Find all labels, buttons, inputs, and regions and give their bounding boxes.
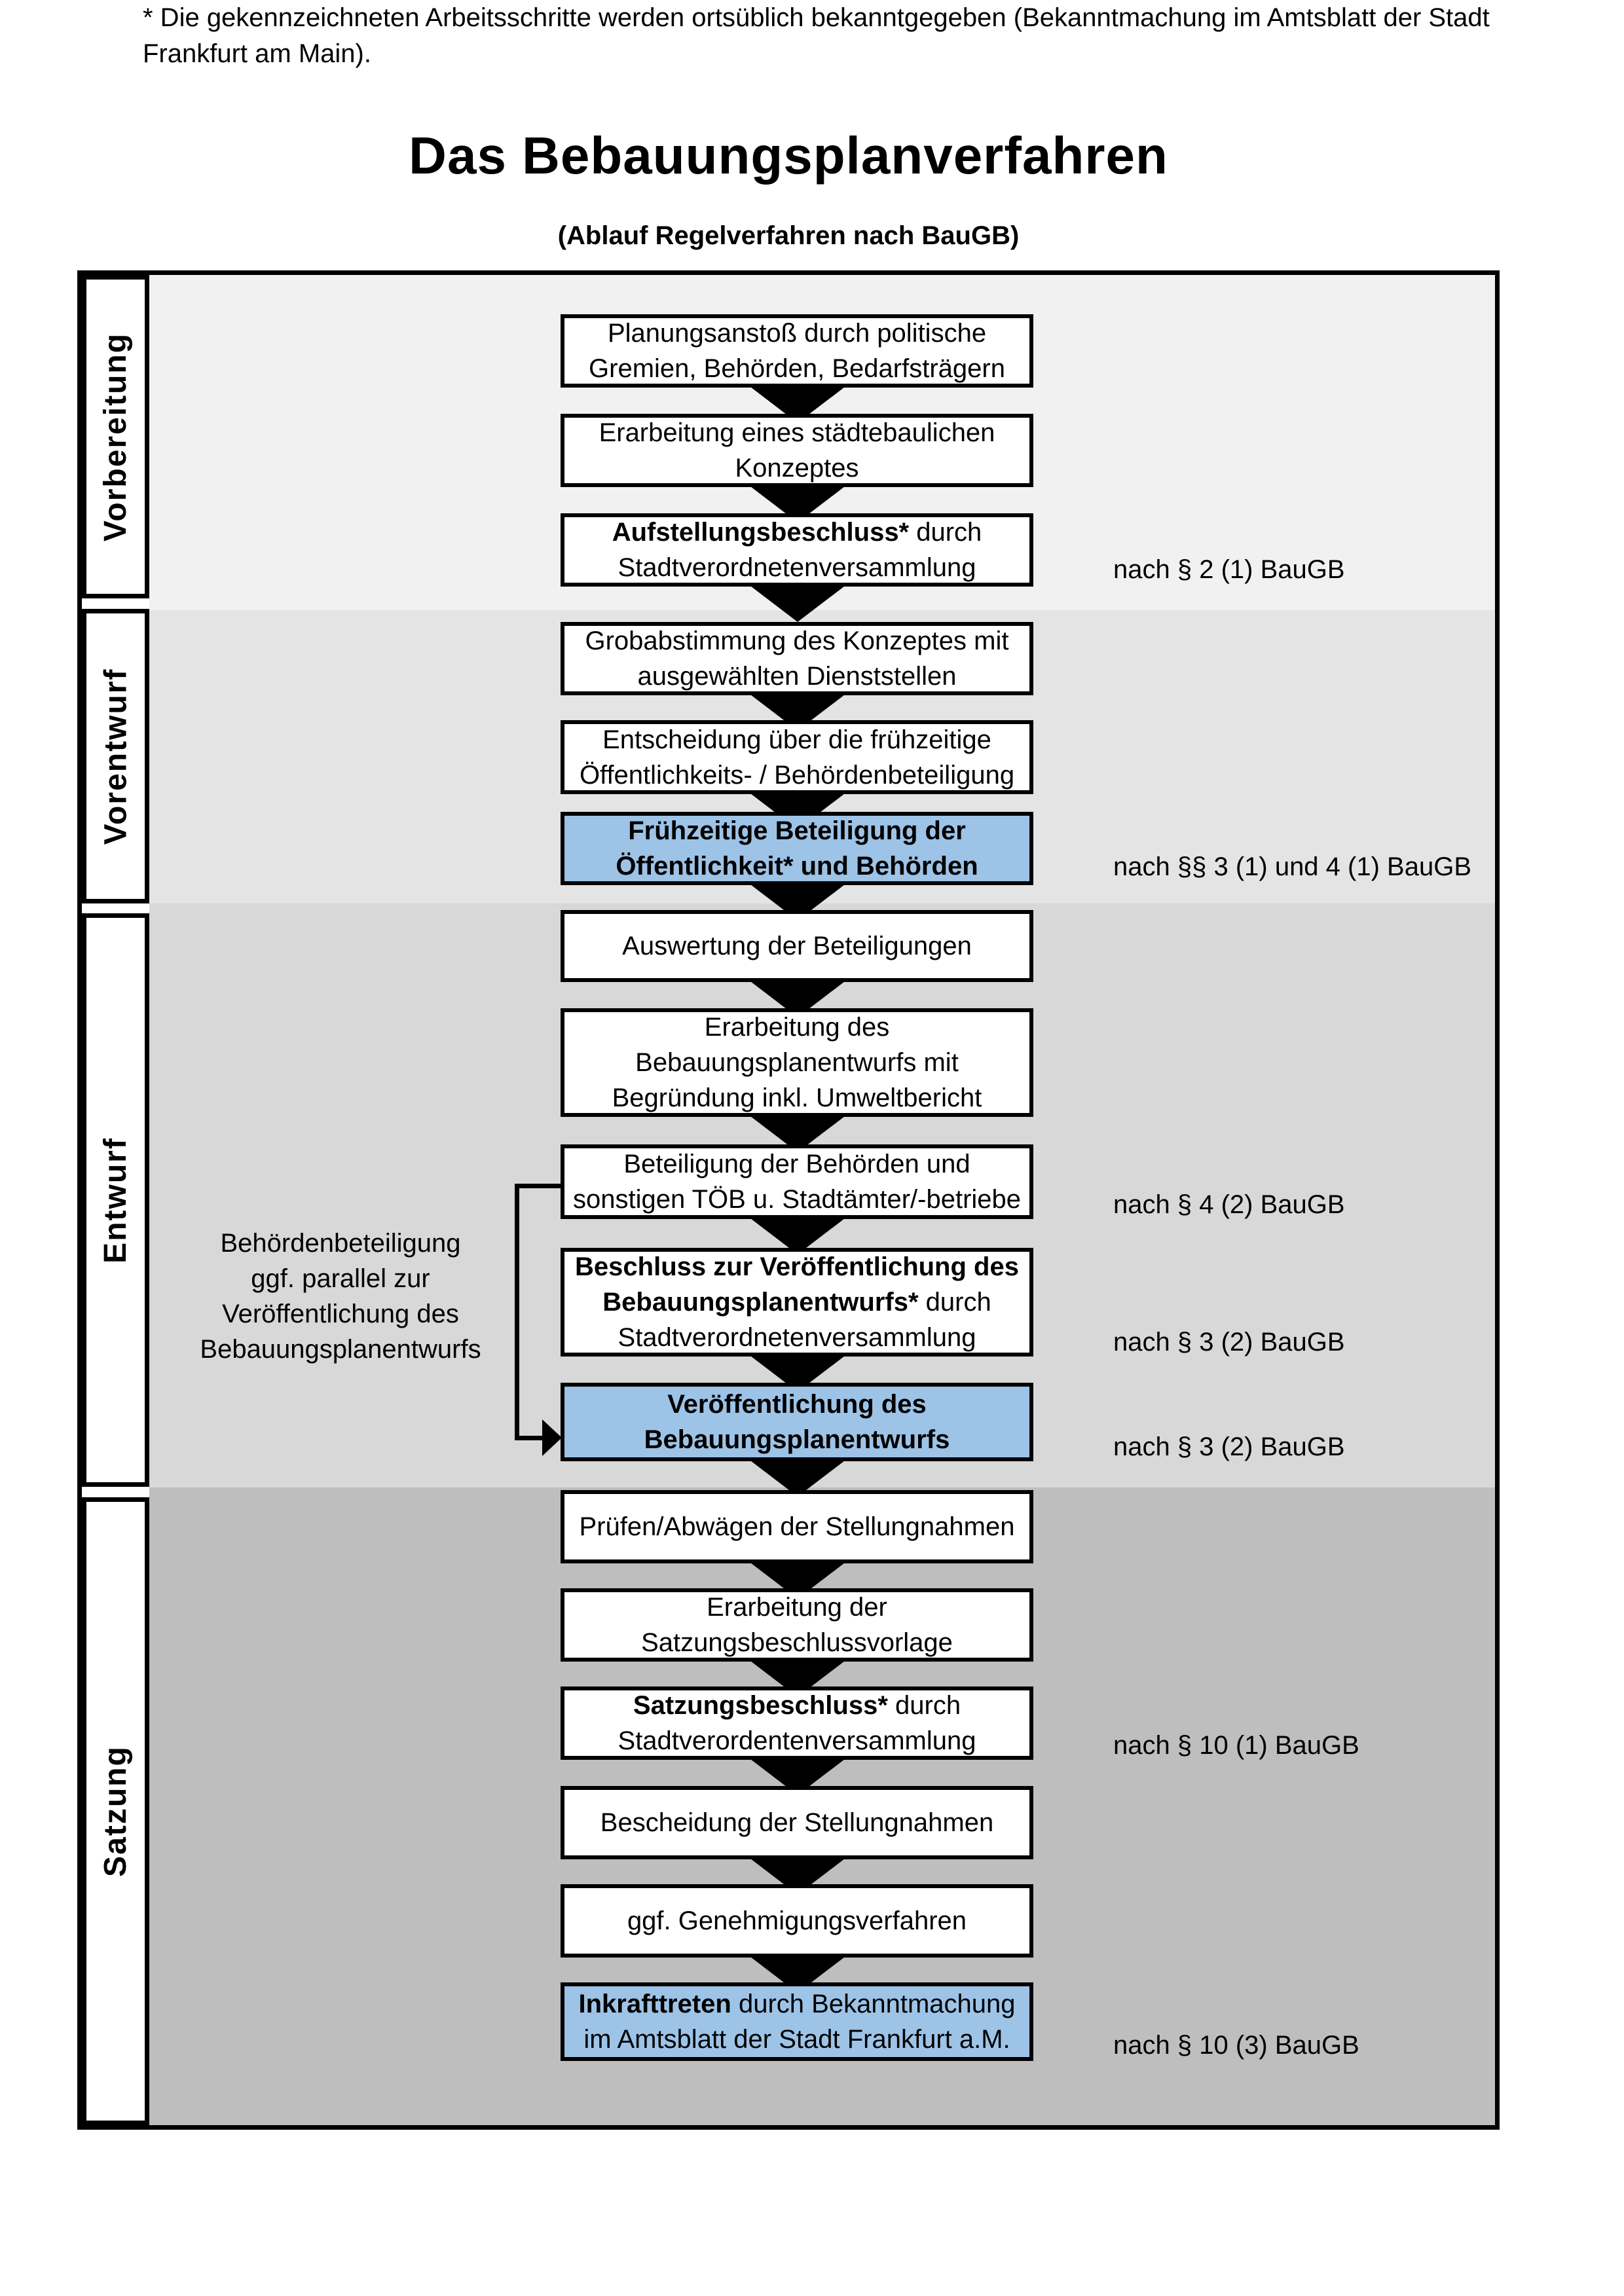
box-line: ausgewählten Dienststellen — [637, 662, 957, 691]
flow-box-genehmigungsverfahren: ggf. Genehmigungsverfahren — [561, 1884, 1033, 1958]
box-line: Planungsanstoß durch politische — [607, 319, 987, 348]
page-subtitle: (Ablauf Regelverfahren nach BauGB) — [557, 221, 1020, 250]
box-line: Frühzeitige Beteiligung der — [628, 816, 966, 845]
side-note: Behördenbeteiligung ggf. parallel zur Ve… — [170, 1226, 511, 1367]
box-line: Stadtverordnetenversammlung — [618, 1323, 976, 1352]
side-note-line: Bebauungsplanentwurfs — [200, 1335, 481, 1364]
box-line: Prüfen/Abwägen der Stellungnahmen — [579, 1512, 1015, 1541]
box-line: Öffentlichkeit* und Behörden — [616, 852, 978, 881]
box-line: Aufstellungsbeschluss* durch — [612, 518, 982, 547]
flow-box-pruefen-abwaegen: Prüfen/Abwägen der Stellungnahmen — [561, 1490, 1033, 1563]
flow-box-inkrafttreten: Inkrafttreten durch Bekanntmachung im Am… — [561, 1982, 1033, 2061]
bracket-connector-bottom — [519, 1436, 545, 1440]
flow-box-behoerdenbeteiligung: Beteiligung der Behörden und sonstigen T… — [561, 1144, 1033, 1219]
down-arrow-icon — [748, 584, 847, 622]
right-arrow-icon — [542, 1419, 562, 1456]
flow-box-satzungsbeschluss: Satzungsbeschluss* durch Stadtverordente… — [561, 1686, 1033, 1760]
box-line: Begründung inkl. Umweltbericht — [612, 1084, 982, 1112]
flow-box-beschluss-veroeffentlichung: Beschluss zur Veröffentlichung des Bebau… — [561, 1248, 1033, 1357]
flow-box-bescheidung: Bescheidung der Stellungnahmen — [561, 1786, 1033, 1859]
legal-annotation: nach § 10 (3) BauGB — [1113, 2031, 1359, 2060]
side-note-line: Behördenbeteiligung — [220, 1229, 461, 1258]
flow-box-erarbeitung-entwurf: Erarbeitung des Bebauungsplanentwurfs mi… — [561, 1008, 1033, 1117]
box-line: Konzeptes — [735, 454, 859, 483]
phase-cell-entwurf: Entwurf — [82, 913, 149, 1487]
box-line: Veröffentlichung des — [667, 1390, 927, 1419]
legal-annotation: nach § 3 (2) BauGB — [1113, 1432, 1345, 1461]
box-line: Erarbeitung eines städtebaulichen — [599, 418, 995, 447]
flow-box-staedtebauliches-konzept: Erarbeitung eines städtebaulichen Konzep… — [561, 414, 1033, 487]
phase-label-vorentwurf: Vorentwurf — [98, 668, 133, 845]
legal-annotation: nach § 4 (2) BauGB — [1113, 1190, 1345, 1219]
box-line: Beteiligung der Behörden und — [623, 1150, 970, 1178]
side-note-line: ggf. parallel zur — [251, 1264, 430, 1293]
phase-cell-satzung: Satzung — [82, 1497, 149, 2125]
phase-cell-vorentwurf: Vorentwurf — [82, 609, 149, 903]
flow-box-aufstellungsbeschluss: Aufstellungsbeschluss* durch Stadtverord… — [561, 513, 1033, 587]
box-line: Gremien, Behörden, Bedarfsträgern — [589, 354, 1005, 383]
bracket-connector-top — [519, 1184, 561, 1188]
box-line: Auswertung der Beteiligungen — [622, 932, 972, 960]
legal-annotation: nach § 2 (1) BauGB — [1113, 555, 1345, 584]
flow-box-auswertung: Auswertung der Beteiligungen — [561, 910, 1033, 982]
box-line: Erarbeitung der — [707, 1593, 887, 1622]
phase-label-satzung: Satzung — [98, 1745, 133, 1877]
flow-box-satzungsbeschlussvorlage: Erarbeitung der Satzungsbeschlussvorlage — [561, 1588, 1033, 1662]
box-line: Satzungsbeschlussvorlage — [641, 1628, 953, 1657]
box-line: Entscheidung über die frühzeitige — [602, 725, 991, 754]
legal-annotation: nach §§ 3 (1) und 4 (1) BauGB — [1113, 852, 1471, 881]
legal-annotation: nach § 3 (2) BauGB — [1113, 1328, 1345, 1357]
box-line: Erarbeitung des — [704, 1013, 890, 1042]
box-line: Stadtverordnetenversammlung — [618, 553, 976, 582]
box-line: Inkrafttreten durch Bekanntmachung — [578, 1990, 1016, 2018]
footnote: * Die gekennzeichneten Arbeitsschritte w… — [143, 0, 1524, 72]
phase-cell-vorbereitung: Vorbereitung — [82, 275, 149, 598]
phase-label-entwurf: Entwurf — [98, 1137, 134, 1264]
flow-box-fruehzeitige-beteiligung: Frühzeitige Beteiligung der Öffentlichke… — [561, 812, 1033, 885]
footnote-line: * Die gekennzeichneten Arbeitsschritte w… — [143, 3, 1490, 32]
box-line: Satzungsbeschluss* durch — [633, 1691, 961, 1720]
box-line: Grobabstimmung des Konzeptes mit — [585, 627, 1009, 655]
box-line: Stadtverordentenversammlung — [618, 1726, 976, 1755]
flow-box-grobabstimmung: Grobabstimmung des Konzeptes mit ausgewä… — [561, 622, 1033, 695]
phase-label-vorbereitung: Vorbereitung — [98, 332, 133, 541]
box-line: Bebauungsplanentwurfs — [644, 1425, 950, 1454]
footnote-line: Frankfurt am Main). — [143, 39, 371, 68]
box-line: Beschluss zur Veröffentlichung des — [575, 1252, 1019, 1281]
box-line: Öffentlichkeits- / Behördenbeteiligung — [579, 760, 1015, 790]
bracket-connector-vertical — [515, 1184, 519, 1440]
side-note-line: Veröffentlichung des — [222, 1300, 459, 1328]
box-line: Bebauungsplanentwurfs* durch — [602, 1288, 991, 1317]
box-line: Bescheidung der Stellungnahmen — [600, 1808, 994, 1837]
box-line: sonstigen TÖB u. Stadtämter/-betriebe — [572, 1185, 1022, 1214]
box-line: Bebauungsplanentwurfs mit — [635, 1048, 959, 1077]
page-title: Das Bebauungsplanverfahren — [409, 126, 1168, 185]
box-line: im Amtsblatt der Stadt Frankfurt a.M. — [583, 2025, 1010, 2054]
legal-annotation: nach § 10 (1) BauGB — [1113, 1731, 1359, 1760]
flow-box-planungsanstoss: Planungsanstoß durch politische Gremien,… — [561, 314, 1033, 388]
flow-box-entscheidung-beteiligung: Entscheidung über die frühzeitige Öffent… — [561, 720, 1033, 794]
flow-box-veroeffentlichung-entwurf: Veröffentlichung des Bebauungsplanentwur… — [561, 1383, 1033, 1461]
box-line: ggf. Genehmigungsverfahren — [627, 1906, 967, 1935]
